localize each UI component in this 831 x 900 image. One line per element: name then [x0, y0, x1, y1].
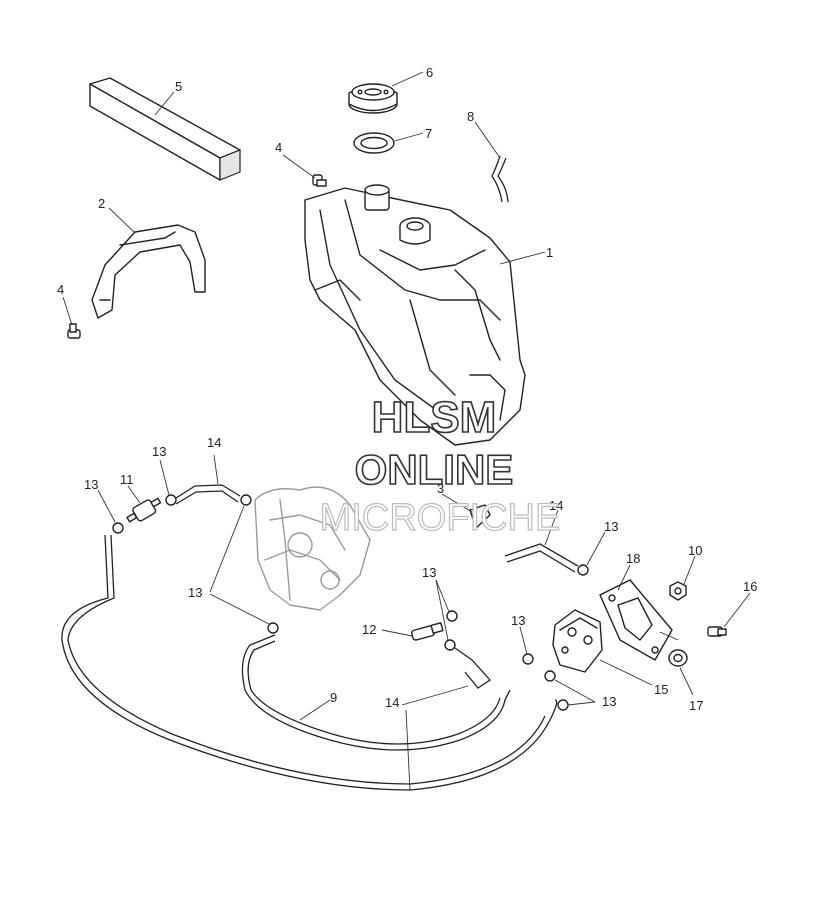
nut-part [669, 581, 687, 601]
callout-12: 12 [362, 622, 376, 637]
foam-block-part [89, 77, 241, 181]
tank-bolt-part [312, 174, 327, 187]
engine-background [254, 486, 371, 611]
callout-13-d: 13 [604, 519, 618, 534]
callout-4-upper: 4 [275, 140, 282, 155]
callout-13-g: 13 [602, 694, 616, 709]
callout-13-e: 13 [422, 565, 436, 580]
cap-gasket-part [353, 132, 395, 154]
hose-clip-part [469, 504, 491, 529]
fuel-tank-part [304, 184, 526, 446]
pump-bolt-part [707, 626, 727, 637]
callout-8: 8 [467, 109, 474, 124]
callout-3: 3 [437, 481, 444, 496]
watermark-line-2: ONLINE [355, 446, 514, 493]
callout-5: 5 [175, 79, 182, 94]
fuel-hose-a [175, 484, 241, 505]
fuel-fitting-part [411, 622, 444, 641]
callout-15: 15 [654, 682, 668, 697]
callout-2: 2 [98, 196, 105, 211]
callout-4-lower: 4 [57, 282, 64, 297]
fuel-hose-c [504, 543, 579, 573]
tank-bracket-part [91, 224, 206, 319]
fuel-hose-d [454, 647, 491, 689]
callout-13-c: 13 [188, 585, 202, 600]
fuel-pump-part [552, 609, 603, 673]
mounting-plate-part [599, 579, 673, 661]
callout-10: 10 [688, 543, 702, 558]
callout-17: 17 [689, 698, 703, 713]
fuel-hose-b [241, 634, 511, 751]
callout-13-b: 13 [152, 444, 166, 459]
watermark-line-1: HLSM [372, 393, 497, 442]
callout-16: 16 [743, 579, 757, 594]
fuel-line-part [61, 534, 558, 791]
callout-13-a: 13 [84, 477, 98, 492]
watermark: HLSM ONLINE MICROFICHE [319, 392, 561, 539]
fuel-cap-part [348, 83, 398, 114]
callout-14-c: 14 [549, 498, 563, 513]
callout-14-b: 14 [385, 695, 399, 710]
callout-1: 1 [546, 245, 553, 260]
fuel-filter-part [126, 497, 162, 523]
callout-13-f: 13 [511, 613, 525, 628]
callout-9: 9 [330, 690, 337, 705]
watermark-line-3: MICROFICHE [320, 497, 561, 539]
hose-clamps [112, 494, 589, 711]
callout-14-a: 14 [207, 435, 221, 450]
callout-7: 7 [425, 126, 432, 141]
bracket-bolt-part [67, 323, 81, 339]
callout-labels: 1 2 3 4 4 5 6 7 8 9 10 11 12 13 13 13 13… [57, 65, 757, 713]
callout-18: 18 [626, 551, 640, 566]
vent-hose-part [491, 155, 509, 203]
callout-11: 11 [120, 472, 134, 487]
leader-lines [62, 71, 751, 791]
callout-6: 6 [426, 65, 433, 80]
grommet-part [668, 649, 688, 667]
